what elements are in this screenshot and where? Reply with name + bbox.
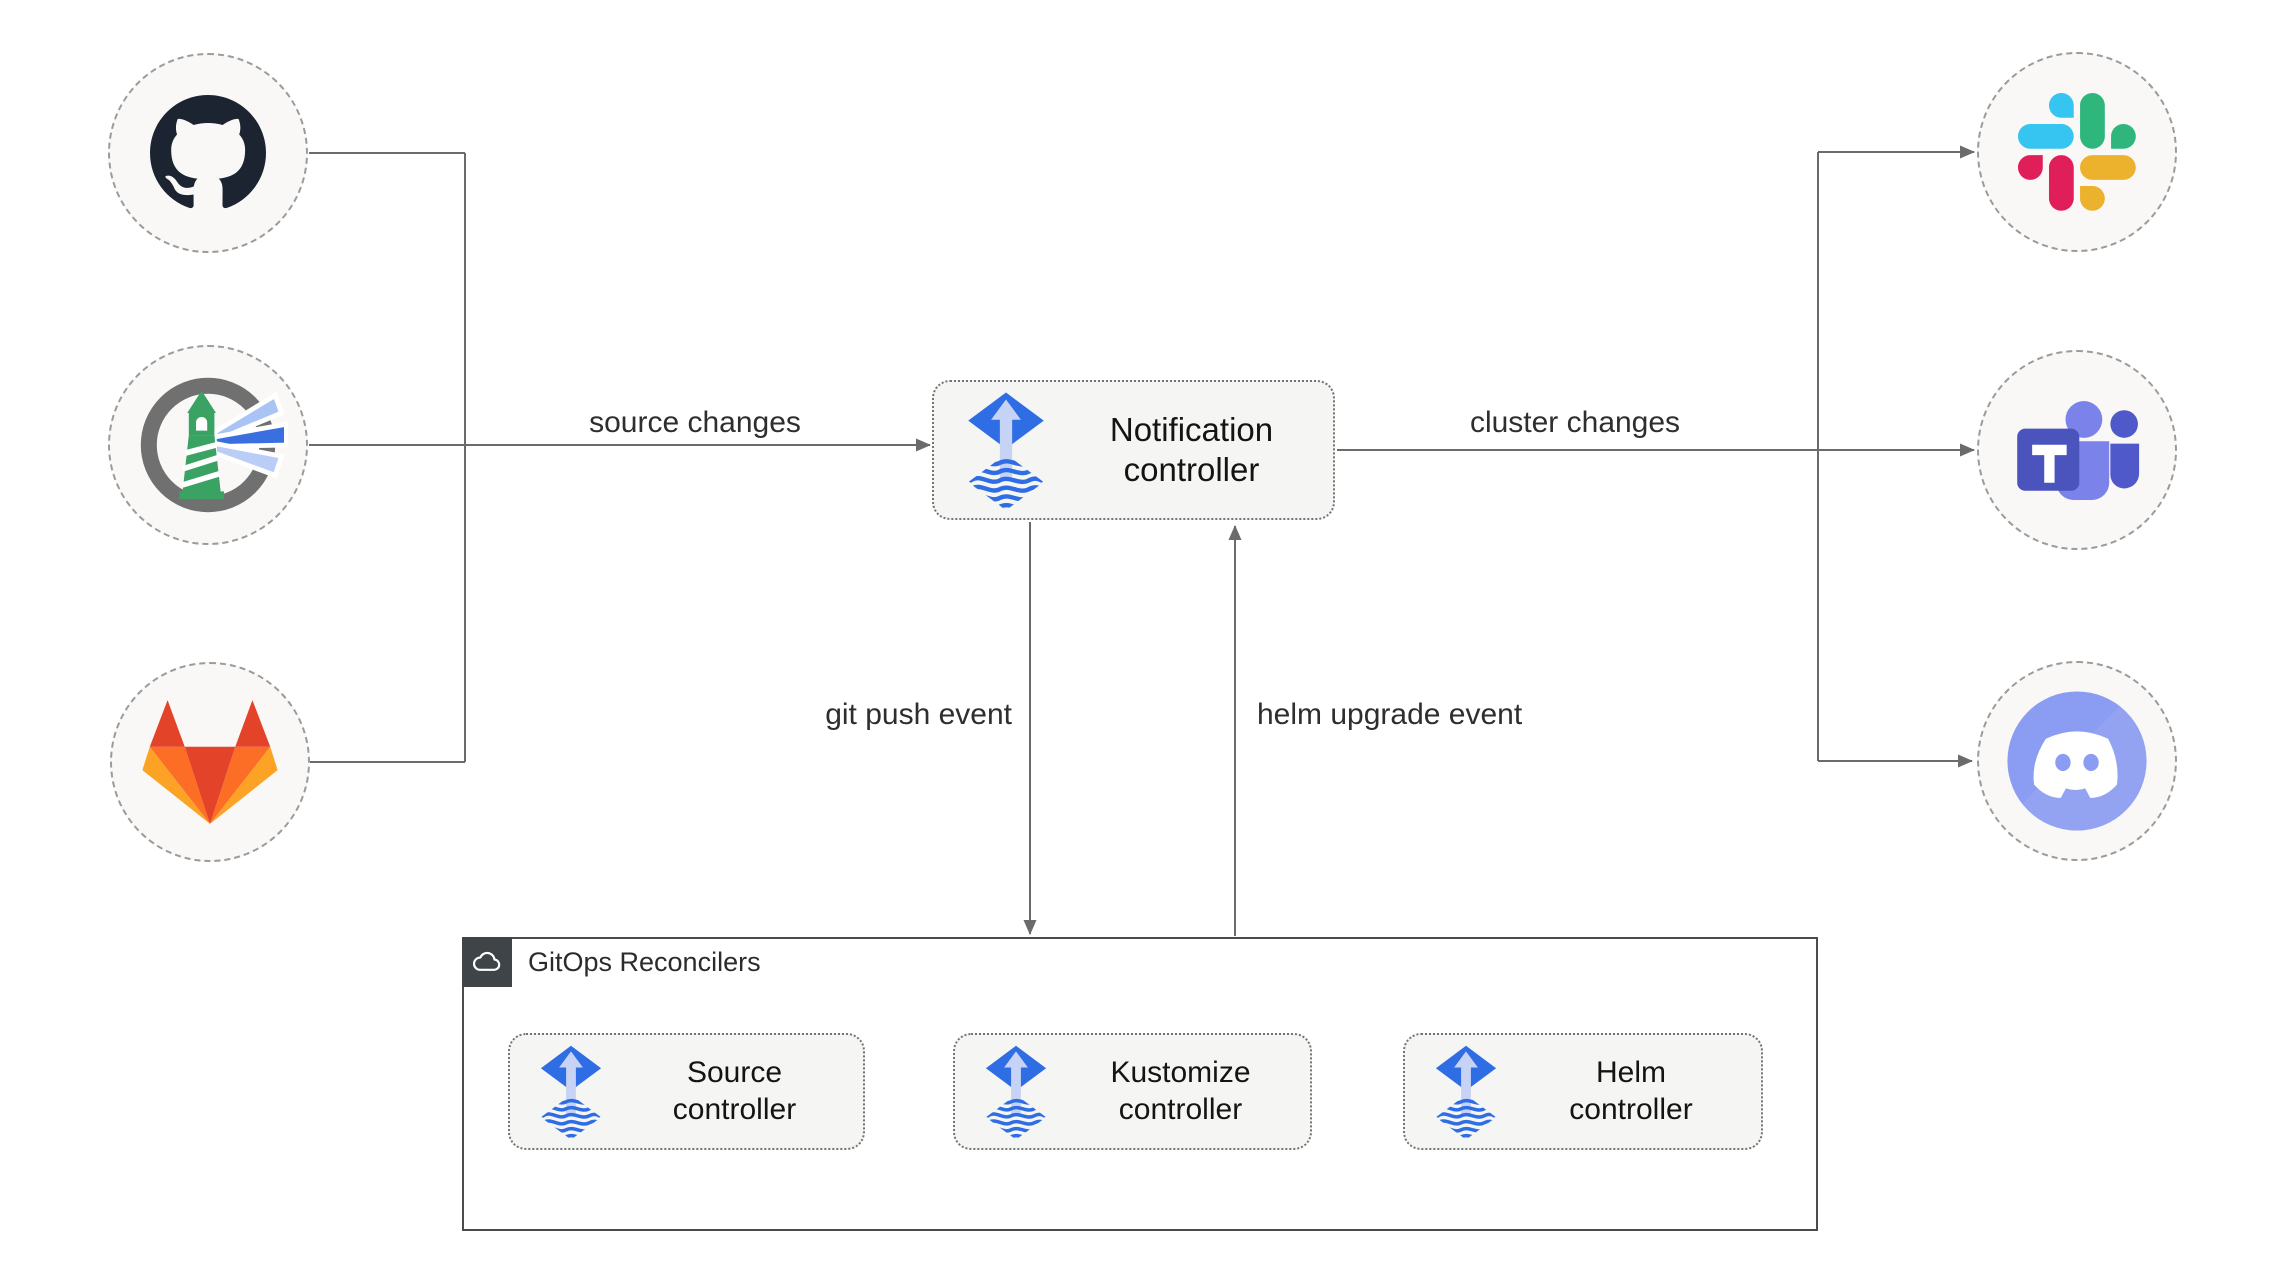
- kustomize-controller-label: Kustomize controller: [1110, 1055, 1251, 1126]
- source-controller-label: Source controller: [672, 1055, 797, 1126]
- flux-icon: [981, 1043, 1051, 1141]
- kustomize-controller-box: Kustomize controller: [953, 1033, 1312, 1150]
- node-discord: [1977, 661, 2177, 861]
- gitlab-icon: [142, 698, 278, 826]
- discord-icon: [2003, 687, 2151, 835]
- source-controller-box: Source controller: [508, 1033, 865, 1150]
- flux-icon: [962, 389, 1050, 512]
- node-slack: [1977, 52, 2177, 252]
- edge-label-helm-upgrade-event: helm upgrade event: [1257, 698, 1523, 731]
- helm-controller-box: Helm controller: [1403, 1033, 1763, 1150]
- harbor-icon: [128, 365, 288, 525]
- gitops-reconcilers-title: GitOps Reconcilers: [528, 946, 761, 977]
- node-gitlab: [110, 662, 310, 862]
- edge-label-source-changes: source changes: [589, 406, 801, 439]
- notification-controller-box: Notification controller: [932, 380, 1335, 520]
- slack-icon: [2018, 93, 2136, 211]
- flux-icon: [1431, 1043, 1501, 1141]
- cloud-badge: [462, 937, 512, 987]
- cloud-icon: [470, 945, 504, 979]
- edge-label-cluster-changes: cluster changes: [1469, 406, 1681, 439]
- microsoft-teams-icon: [2008, 393, 2146, 508]
- edge-label-git-push-event: git push event: [825, 698, 1012, 731]
- helm-controller-label: Helm controller: [1569, 1055, 1693, 1126]
- notification-controller-label: Notification controller: [1109, 410, 1274, 488]
- node-microsoft-teams: [1977, 350, 2177, 550]
- flux-icon: [536, 1043, 606, 1141]
- github-icon: [150, 95, 266, 211]
- node-github: [108, 53, 308, 253]
- node-harbor: [108, 345, 308, 545]
